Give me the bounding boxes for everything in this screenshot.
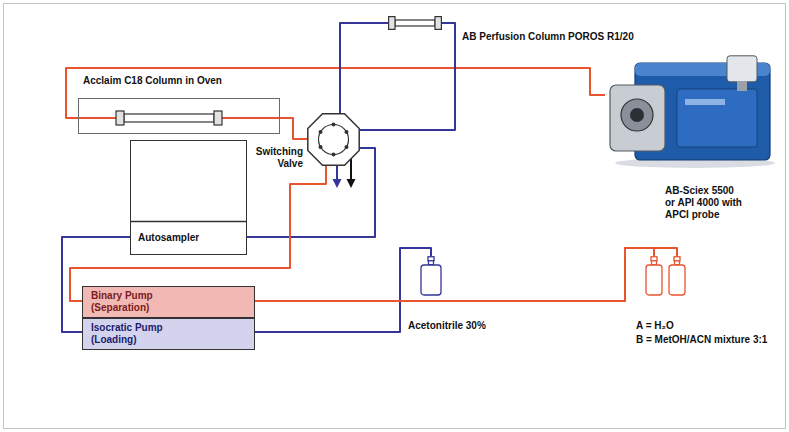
pump-box: Binary Pump (Separation) [82, 286, 255, 318]
waste-arrow [347, 159, 356, 188]
autosampler-box: Autosampler [130, 140, 247, 255]
tubing-line [280, 118, 307, 139]
tubing [66, 68, 605, 118]
solvent-bottle: Acetonitrile 30% [420, 256, 442, 296]
switching-valve: Switching Valve [307, 113, 360, 166]
waste-arrow [333, 166, 342, 188]
tubing [255, 248, 431, 332]
solvent-bottle: A = H₂O [645, 256, 663, 296]
solvent-bottle: B = MetOH/ACN mixture 3:1 [668, 256, 686, 296]
label-text: AB-Sciex 5500 or API 4000 with APCI prob… [665, 185, 744, 221]
label-text: Binary Pump (Separation) [91, 290, 171, 314]
frame [4, 4, 786, 429]
tubing-line [255, 248, 654, 301]
label-text: Acetonitrile 30% [408, 320, 486, 332]
tubing [255, 248, 654, 301]
oven-box: Acclaim C18 Column in Oven [78, 98, 280, 134]
tubing-line [255, 248, 677, 301]
mass-spectrometer-outline [605, 55, 775, 170]
tubing [340, 23, 388, 113]
tubing [247, 148, 375, 237]
tubing [222, 117, 280, 119]
label-text: Autosampler [138, 232, 199, 244]
pump-box: Isocratic Pump (Loading) [82, 318, 255, 350]
tubing-line [66, 68, 605, 118]
label-text: A = H₂O [636, 320, 674, 332]
mass-spectrometer: AB-Sciex 5500 or API 4000 with APCI prob… [605, 55, 775, 170]
tubing-line [340, 23, 388, 113]
perfusion-column-outline [388, 16, 442, 30]
tubing-line [360, 23, 455, 130]
label-text: AB Perfusion Column POROS R1/20 [462, 31, 634, 43]
label-text: Isocratic Pump (Loading) [91, 322, 171, 346]
label-text: Acclaim C18 Column in Oven [83, 75, 222, 87]
label-text: B = MetOH/ACN mixture 3:1 [636, 334, 767, 346]
label-text: Switching Valve [249, 146, 303, 170]
c18-column [116, 111, 222, 125]
tubing-line [247, 148, 375, 237]
perfusion-column: AB Perfusion Column POROS R1/20 [388, 16, 442, 30]
tubing-line [255, 248, 431, 332]
tubing [280, 118, 307, 139]
tubing [78, 117, 116, 119]
solvent-bottle-outline [420, 256, 442, 296]
solvent-bottle-outline [668, 256, 686, 296]
solvent-bottle-outline [645, 256, 663, 296]
tubing [360, 23, 455, 130]
tubing [255, 248, 677, 301]
switching-valve-outline [307, 113, 360, 166]
